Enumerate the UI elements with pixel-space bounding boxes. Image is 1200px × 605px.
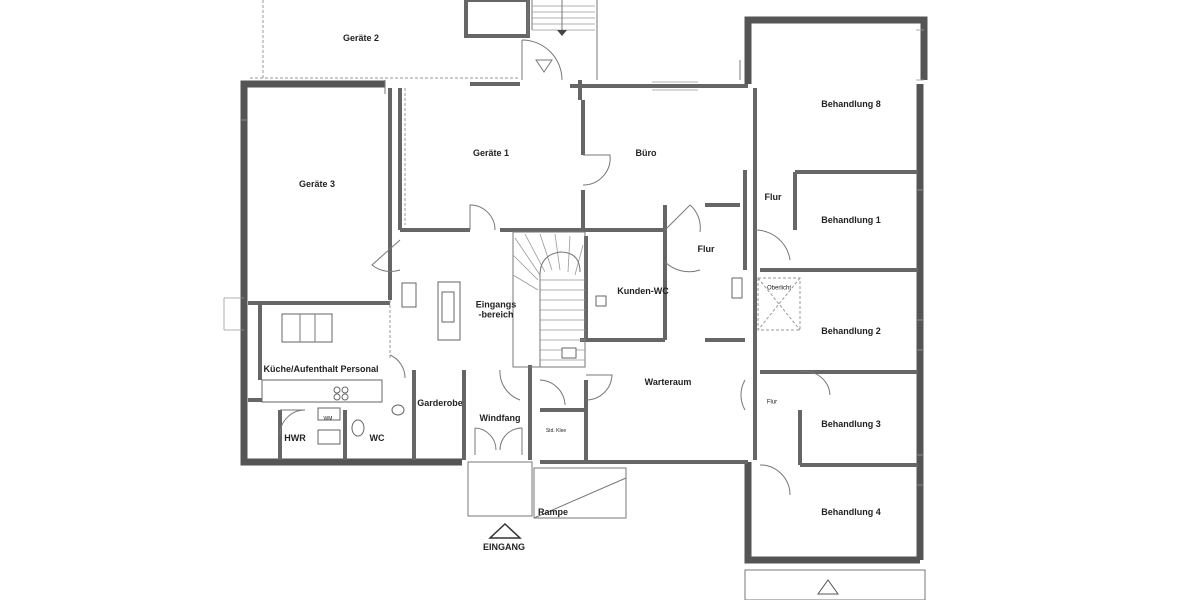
room-label-behandlung4: Behandlung 4 [821,506,881,517]
hall-furniture [401,277,743,359]
room-label-hwr: HWR [284,432,306,443]
room-label-behandlung8: Behandlung 8 [821,98,881,109]
room-label-geraete1: Geräte 1 [472,147,510,158]
room-label-kunden-wc: Kunden-WC [617,285,669,296]
room-label-behandlung2: Behandlung 2 [821,325,881,336]
entry-triangle-icon [535,59,553,73]
entrance-area [467,461,627,539]
room-label-warteraum: Warteraum [644,376,692,387]
room-label-rampe: Rampe [537,506,569,517]
room-label-garderobe: Garderobe [417,397,463,408]
eingangsbereich-line2: -bereich [478,310,514,320]
upper-staircase [464,0,598,81]
room-label-geraete2: Geräte 2 [342,32,380,43]
terrace-triangle-icon [817,579,839,595]
room-label-flur-center: Flur [697,243,715,254]
room-label-kueche: Küche/Aufenthalt Personal [263,363,379,374]
room-label-flur-small: Flur [766,399,778,406]
outer-walls [240,16,928,564]
main-staircase [512,231,586,368]
windows [223,29,924,486]
room-label-wc: WC [369,432,385,443]
skylight [757,277,801,331]
room-label-buero: Büro [635,147,657,158]
doors [279,154,831,496]
entrance-arrow-icon [488,522,522,539]
terrace [744,569,926,601]
room-label-std-klee: Std. Klee [545,428,567,435]
room-label-flur-right: Flur [764,191,782,202]
interior-walls [248,88,918,467]
room-label-geraete3: Geräte 3 [298,178,336,189]
appliance-label-wm: WM [323,416,333,423]
room-label-windfang: Windfang [479,412,521,423]
kitchen-furniture [261,313,405,445]
room-label-oberlicht: Oberlicht [766,285,792,292]
room-label-behandlung3: Behandlung 3 [821,418,881,429]
eingangsbereich-line1: Eingangs [475,299,517,310]
room-label-eingangsbereich: Eingangs-bereich [476,300,517,321]
stair-arrow-icon [557,30,567,36]
room-label-behandlung1: Behandlung 1 [821,214,881,225]
room-label-eingang: EINGANG [482,541,526,552]
